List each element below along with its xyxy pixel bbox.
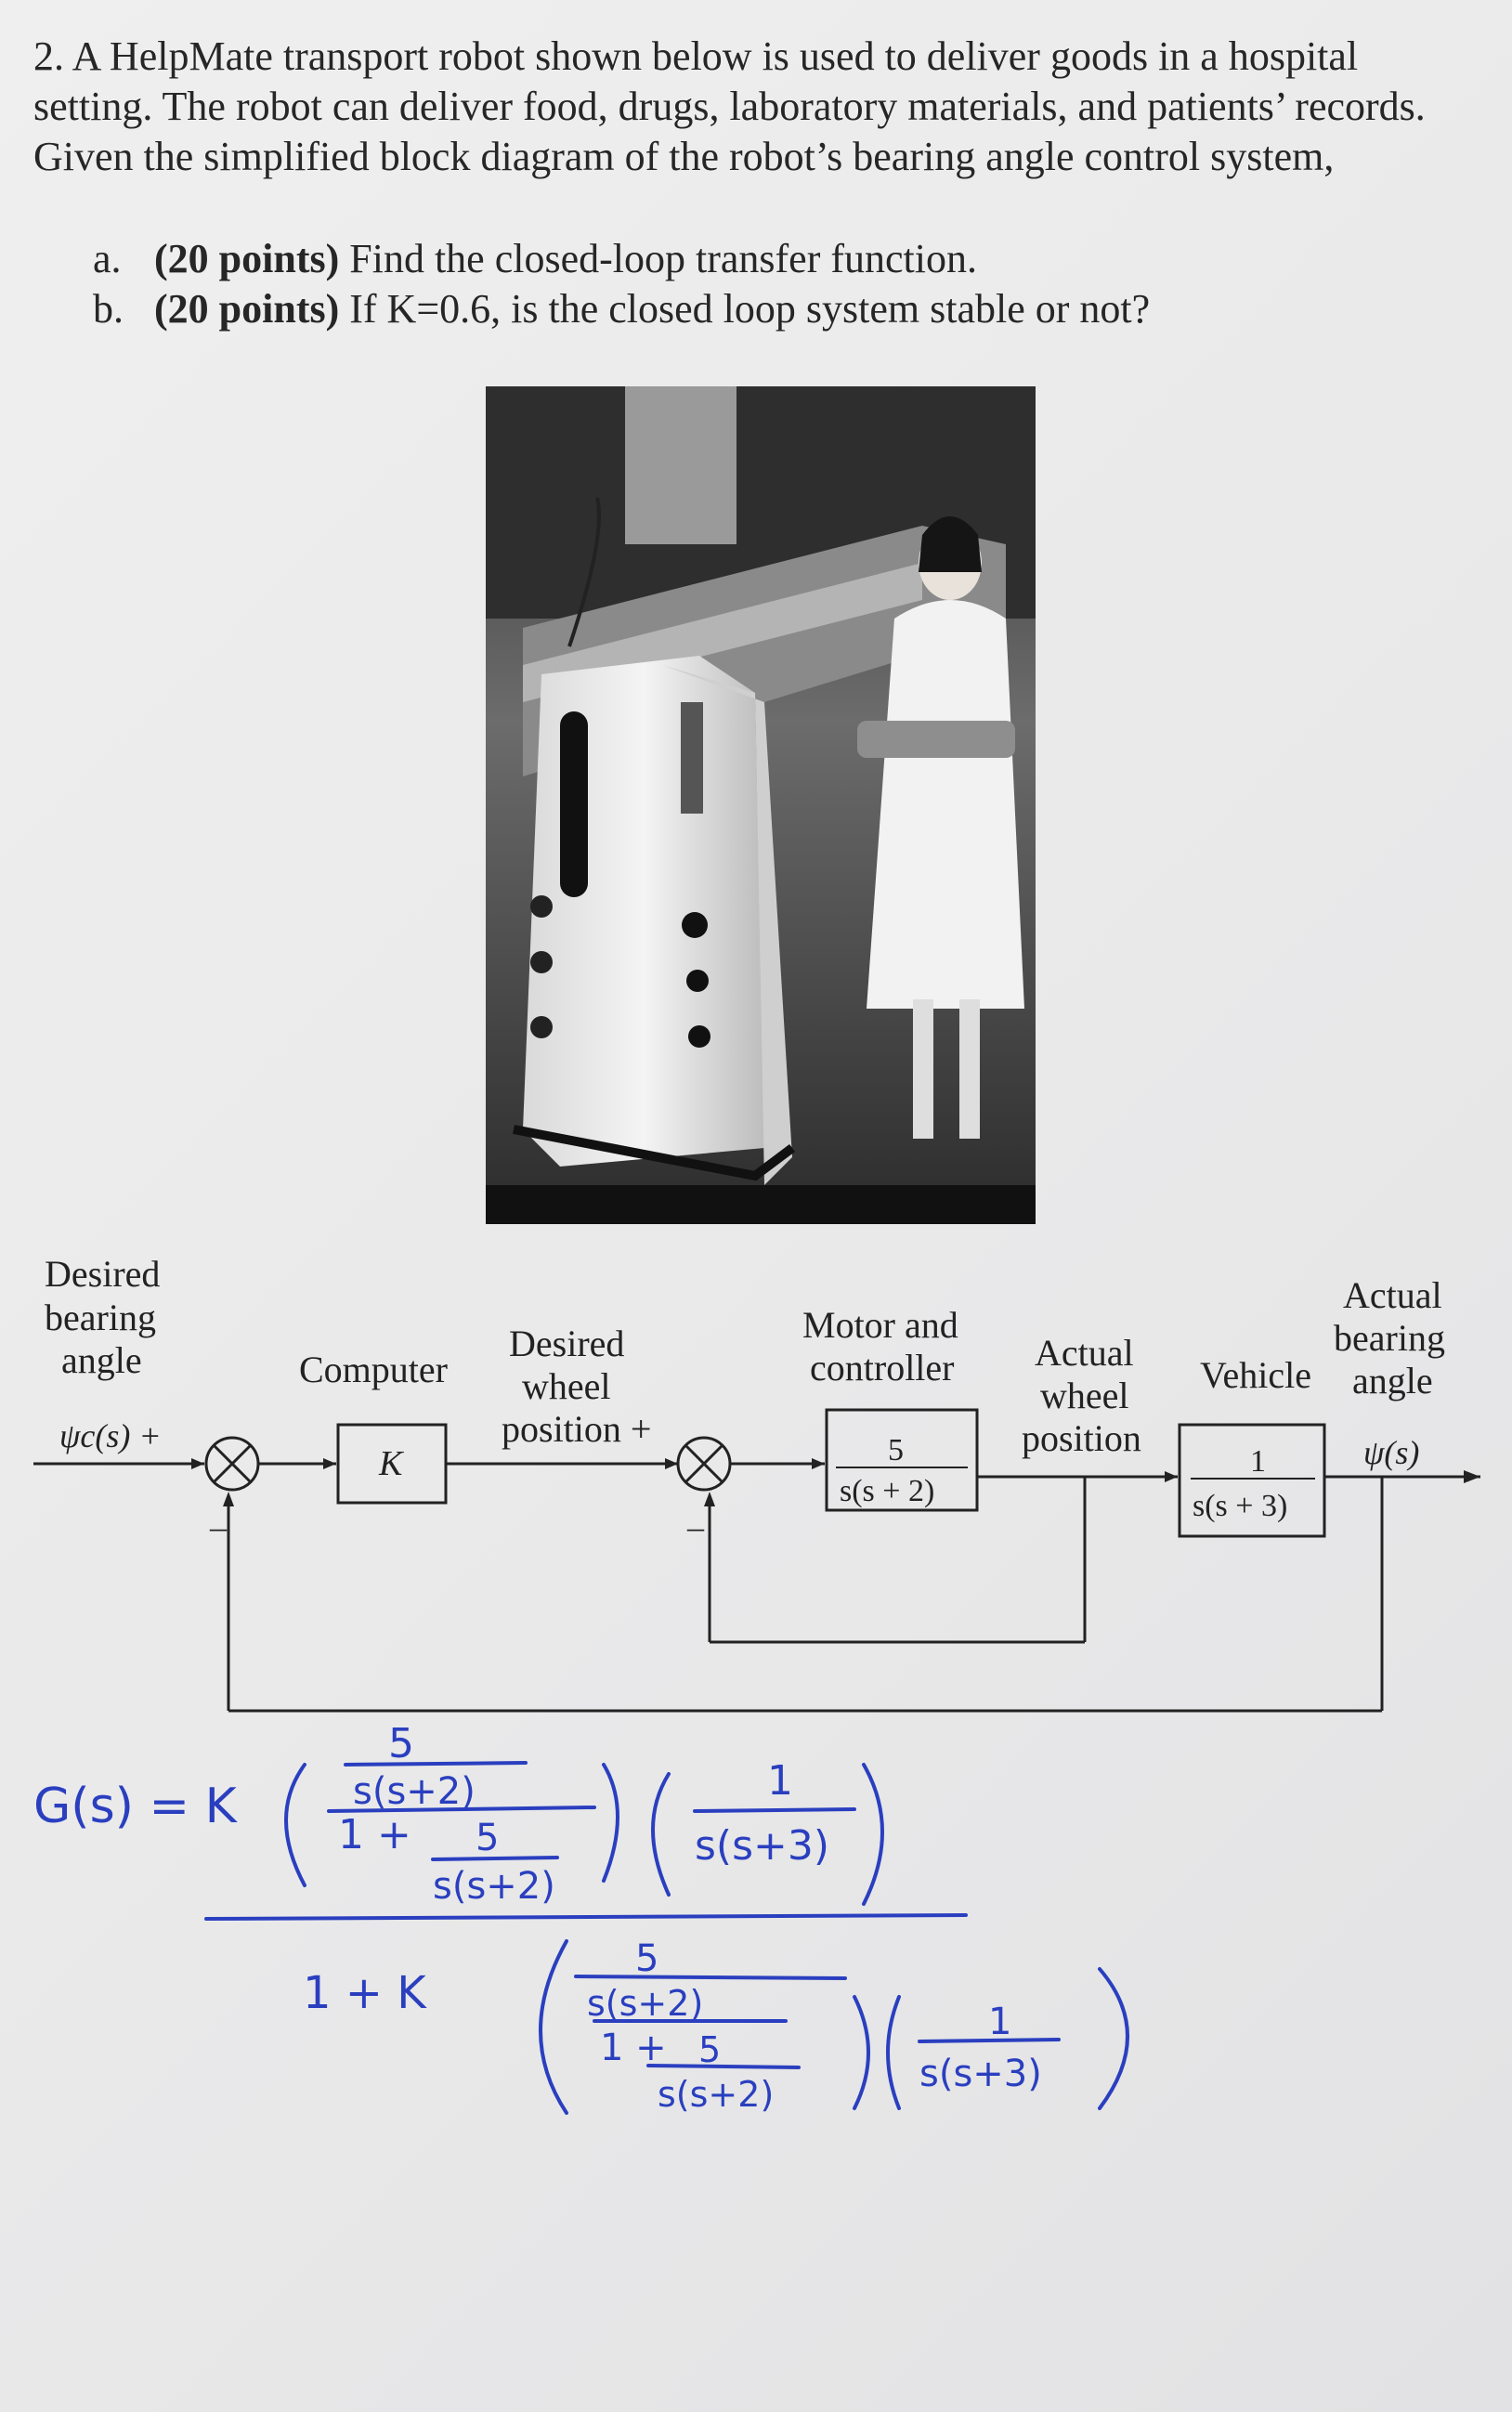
motor-label-2: controller [810,1347,955,1389]
input-symbol: ψc(s) + [59,1417,162,1454]
part-b-points: (20 points) [154,286,340,332]
hw-den-3: s(s+3) [695,1822,829,1870]
motor-num: 5 [888,1433,904,1467]
desired-wheel-2: wheel [522,1365,611,1407]
hw-den-5: s(s+2) [658,2074,774,2115]
output-label-1: Actual [1343,1274,1442,1316]
hw-denom-lead: 1 + K [303,1967,427,2019]
part-a-points: (20 points) [154,236,340,281]
output-symbol: ψ(s) [1363,1434,1419,1471]
output-label-2: bearing [1334,1317,1445,1359]
input-label-1: Desired [45,1253,160,1295]
question-parts: a. (20 points) Find the closed-loop trans… [93,234,1150,334]
motor-block [825,1408,979,1512]
actual-wheel-2: wheel [1040,1375,1129,1416]
part-b-text: If K=0.6, is the closed loop system stab… [339,286,1151,332]
part-b-label: b. [93,286,124,332]
input-label-2: bearing [45,1297,156,1338]
hw-lhs: G(s) = K [33,1779,239,1834]
hw-num-3: 1 [767,1757,793,1805]
computer-gain: K [378,1444,404,1483]
actual-wheel-3: position [1022,1417,1141,1459]
actual-wheel-1: Actual [1035,1332,1134,1374]
part-a-text: Find the closed-loop transfer function. [339,236,977,281]
vehicle-label: Vehicle [1200,1354,1311,1396]
minus-sign-2: – [686,1508,705,1545]
vehicle-num: 1 [1250,1444,1266,1479]
output-label-3: angle [1352,1360,1433,1402]
block-diagram: Desired bearing angle ψc(s) + – Computer… [33,1253,1480,1713]
part-a-label: a. [93,236,122,281]
part-b: b. (20 points) If K=0.6, is the closed lo… [93,284,1150,334]
vehicle-den: s(s + 3) [1193,1489,1287,1523]
input-label-3: angle [61,1339,142,1381]
hw-den-4: s(s+2) [587,1983,703,2024]
motor-den: s(s + 2) [840,1474,934,1508]
vehicle-block [1178,1423,1326,1538]
question-intro: 2. A HelpMate transport robot shown belo… [33,33,1426,179]
hw-one-plus-1: 1 + [338,1811,411,1858]
desired-wheel-3: position + [502,1408,651,1450]
part-a: a. (20 points) Find the closed-loop trans… [93,234,1150,284]
handwritten-solution: G(s) = K 5 s(s+2) 1 + 5 s(s+2) 1 s(s+3) … [33,1720,1129,2115]
hw-den-1: s(s+2) [353,1770,476,1813]
minus-sign-1: – [209,1508,228,1545]
hw-num-1: 5 [388,1720,414,1767]
robot-photo [486,386,1036,1224]
hw-num-5: 5 [698,2029,721,2070]
hw-num-2: 5 [476,1817,499,1859]
motor-label-1: Motor and [802,1304,958,1346]
hw-num-4: 5 [635,1937,658,1980]
computer-label: Computer [299,1349,448,1390]
hw-one-plus-2: 1 + [600,2027,667,2069]
hw-num-6: 1 [988,2001,1011,2043]
desired-wheel-1: Desired [509,1323,624,1364]
hw-den-2: s(s+2) [433,1865,555,1908]
hw-den-6: s(s+3) [919,2053,1042,2095]
